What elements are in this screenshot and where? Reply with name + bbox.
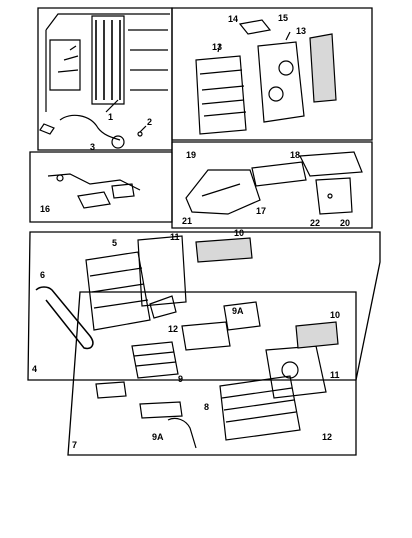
callout-14: 14 <box>228 14 238 24</box>
callout-12-rear: 12 <box>168 324 178 334</box>
mounting-plate <box>195 237 253 263</box>
tail-bracket-bars <box>95 20 121 100</box>
lamp-socket <box>111 135 125 149</box>
callout-4: 4 <box>32 364 37 374</box>
callout-10-exploded: 10 <box>330 310 340 320</box>
callout-18: 18 <box>290 150 300 160</box>
bumper-trim-strip <box>35 286 94 350</box>
bulb-socket-upper <box>278 60 294 76</box>
mounting-bracket <box>238 19 272 35</box>
rear-lamp-panel-frame <box>27 231 381 381</box>
mounting-plate-exploded <box>295 321 339 349</box>
callout-3: 3 <box>90 142 95 152</box>
callout-8: 8 <box>204 402 209 412</box>
callout-17: 17 <box>256 206 266 216</box>
reflector-ribs <box>133 351 177 367</box>
callout-16: 16 <box>40 204 50 214</box>
tail-lamp-panel: 14 15 13 13 <box>195 13 337 135</box>
callout-20: 20 <box>340 218 350 228</box>
wire-clip <box>56 174 64 182</box>
callout-9a-upper: 9A <box>232 306 244 316</box>
leader-2 <box>139 125 147 133</box>
marker-housing <box>251 161 307 187</box>
bracket-screw <box>327 193 333 199</box>
callout-12-exploded: 12 <box>322 432 332 442</box>
lower-trim <box>167 417 197 449</box>
exploded-panel-frame <box>67 291 357 456</box>
rear-lens-ribs <box>89 267 149 309</box>
lens-ribs <box>199 69 247 117</box>
callout-11-exploded: 11 <box>330 370 340 380</box>
callout-22: 22 <box>310 218 320 228</box>
wiring-panel-frame <box>29 151 173 223</box>
trim-filler <box>139 401 183 419</box>
socket-plug <box>111 183 135 199</box>
callout-11: 11 <box>170 232 180 242</box>
callout-2: 2 <box>147 117 152 127</box>
lamp-gasket <box>309 33 337 103</box>
upper-bracket <box>223 301 261 331</box>
wiring-panel: 16 <box>40 173 141 214</box>
callout-15: 15 <box>278 13 288 23</box>
lens-detail <box>201 183 241 197</box>
socket-body <box>77 191 111 209</box>
body-side-outline <box>45 13 170 112</box>
tail-bracket-frame <box>91 15 125 105</box>
marker-panel-frame <box>171 141 373 229</box>
rear-lamp-lens <box>85 251 151 331</box>
callout-10: 10 <box>234 228 244 238</box>
leader-1 <box>105 99 119 113</box>
callout-13-lens: 13 <box>212 42 222 52</box>
panel-frames <box>27 7 381 456</box>
reflector-lens <box>131 341 179 379</box>
marker-bracket <box>315 177 353 215</box>
lamp-lens-exploded <box>219 375 301 441</box>
callout-9a-lower: 9A <box>152 432 164 442</box>
callout-13-housing: 13 <box>296 26 306 36</box>
callout-21: 21 <box>182 216 192 226</box>
harness-connector <box>39 123 55 135</box>
wire-run <box>47 173 141 191</box>
lamp-lens-ribs <box>221 387 297 423</box>
exploded-panel: 9A 10 11 8 9 12 9A 7 <box>72 301 340 450</box>
callout-9: 9 <box>178 374 183 384</box>
callout-5: 5 <box>112 238 117 248</box>
marker-lamp-lens <box>185 169 261 215</box>
callout-7: 7 <box>72 440 77 450</box>
trim-end-bracket <box>95 381 127 399</box>
callout-1: 1 <box>108 112 113 122</box>
gasket-plate <box>181 321 231 351</box>
marker-lamp-body <box>299 151 363 177</box>
body-window-hatch <box>57 45 79 73</box>
callout-6: 6 <box>40 270 45 280</box>
bulb-socket-lower <box>268 86 284 102</box>
tail-lamp-housing <box>257 41 305 123</box>
tail-lamp-lens <box>195 55 247 135</box>
marker-panel: 19 18 21 17 22 20 <box>182 150 363 228</box>
body-panel: 1 2 3 <box>39 13 170 152</box>
lamp-leaders <box>217 31 291 53</box>
callout-19: 19 <box>186 150 196 160</box>
rear-lamp-panel: 11 10 5 6 12 4 <box>32 228 253 374</box>
tail-lamp-panel-frame <box>171 7 373 141</box>
lamp-connector <box>149 295 177 319</box>
body-panel-lines <box>128 29 168 91</box>
screw <box>137 131 143 137</box>
body-panel-frame <box>37 7 173 151</box>
